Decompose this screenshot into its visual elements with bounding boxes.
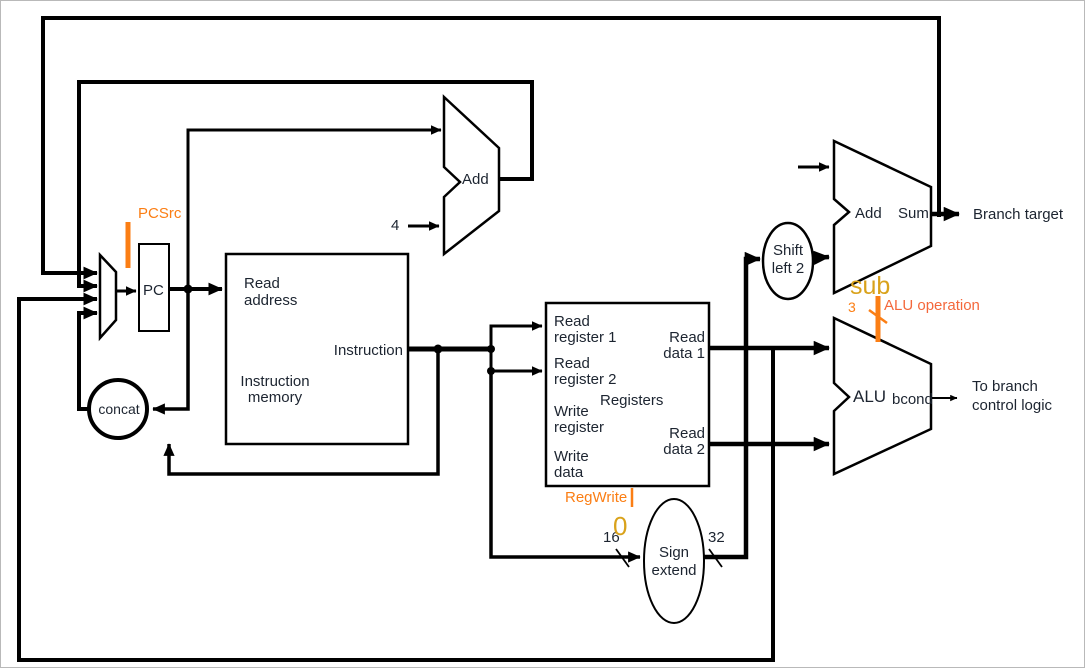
immediate-annotation-zero: 0 [613, 511, 628, 541]
wire-branch-target-to-mux [41, 16, 941, 280]
junction-instruction-c [487, 367, 495, 375]
branch-adder-sum-port: Sum [898, 205, 929, 222]
registers-box [544, 301, 711, 488]
alu-operation-width: 3 [848, 299, 856, 315]
shift-left-2-label: Shift left 2 [771, 242, 805, 277]
imem-read-address-port: Read address [244, 275, 298, 309]
wire-pc-to-concat [152, 289, 190, 415]
wire-concat-to-mux [77, 306, 98, 411]
to-branch-control-label: To branch control logic [972, 378, 1053, 414]
wire-instruction-to-concat [163, 349, 440, 476]
wire-pc-to-pc-adder [186, 125, 442, 289]
sign-extend-label: Sign extend [651, 544, 697, 579]
registers-write-data-port: Write data [554, 448, 589, 481]
shift-left-2-oval [761, 221, 815, 301]
registers-write-register-port: Write register [554, 403, 605, 436]
pc-adder-label: Add [462, 171, 489, 188]
bus-width-16-label: 16 [603, 529, 620, 546]
alu-operation-width-slash [868, 308, 888, 325]
branch-adder-label: Add [855, 205, 882, 222]
junction-instruction-b [487, 345, 495, 353]
concat-circle [87, 378, 149, 440]
pc-adder-shape [442, 94, 501, 257]
branch-target-label: Branch target [973, 206, 1064, 223]
wire-read-data1-to-mux [17, 292, 775, 662]
wire-instruction-to-sign-extend [489, 371, 641, 563]
branch-adder-shape [832, 139, 933, 295]
registers-title: Registers [600, 392, 664, 409]
concat-label: concat [98, 401, 140, 417]
wire-sign-extend-to-shift [703, 251, 761, 560]
sign-extend-oval [643, 498, 705, 624]
imem-instruction-port: Instruction [333, 342, 403, 359]
alu-label: ALU [853, 387, 887, 406]
alu-bcond-port: bcond [892, 391, 933, 408]
instruction-memory-box [224, 252, 410, 446]
regwrite-label: RegWrite [565, 489, 628, 506]
registers-read-data1-port: Read data 1 [663, 329, 705, 362]
imem-title: Instruction memory [240, 373, 310, 406]
wire-instruction-to-read-reg1 [489, 321, 543, 349]
bus-width-32-label: 32 [708, 529, 725, 546]
bus-width-32-slash [708, 548, 723, 568]
alu-operation-value: sub [850, 272, 891, 300]
pc-label: PC [143, 282, 164, 299]
pc-increment-constant: 4 [391, 217, 400, 234]
bus-width-16-slash [615, 548, 630, 568]
pcsrc-label: PCSrc [138, 205, 182, 222]
pc-register-box [138, 243, 170, 332]
pc-source-mux [98, 251, 118, 342]
junction-instruction-a [433, 344, 443, 354]
alu-operation-label: ALU operation [884, 297, 980, 314]
wire-pc-plus4-to-mux [77, 80, 534, 293]
registers-read-data2-port: Read data 2 [663, 425, 705, 458]
registers-read-register1-port: Read register 1 [554, 313, 617, 346]
alu-shape [832, 316, 933, 476]
registers-read-register2-port: Read register 2 [554, 355, 617, 388]
junction-pc-out [183, 284, 193, 294]
wire-instruction-to-read-reg2 [489, 349, 543, 376]
